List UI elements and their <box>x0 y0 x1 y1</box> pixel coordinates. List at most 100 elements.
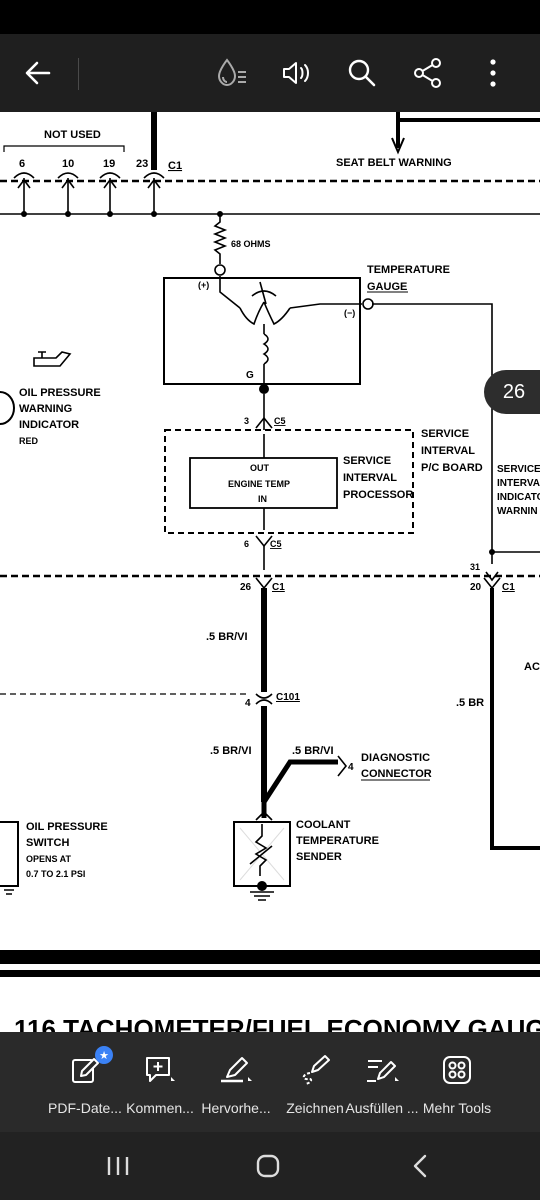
wire-label-1: .5 BR/VI <box>206 631 248 643</box>
c5-label-bottom: C5 <box>270 539 282 549</box>
pcb-label-3: P/C BOARD <box>421 462 483 474</box>
temperature-gauge-label-1: TEMPERATURE <box>367 264 450 276</box>
oil-warning-label-3: INDICATOR <box>19 419 79 431</box>
reading-mode-button[interactable] <box>202 34 262 112</box>
status-bar <box>0 0 540 34</box>
system-nav-bar <box>0 1132 540 1200</box>
minus-terminal: (−) <box>344 308 355 318</box>
pin-31: 31 <box>470 562 480 572</box>
tool-label: PDF-Date... <box>48 1100 122 1116</box>
diagnostic-label-1: DIAGNOSTIC <box>361 752 430 764</box>
oil-warning-label-2: WARNING <box>19 403 72 415</box>
oil-switch-label-2: SWITCH <box>26 837 69 849</box>
oil-switch-label-1: OIL PRESSURE <box>26 821 108 833</box>
seat-belt-warning-label: SEAT BELT WARNING <box>336 157 452 169</box>
pin-4b: 4 <box>348 762 354 773</box>
temperature-gauge-label-2: GAUGE <box>367 281 407 293</box>
ground-terminal: G <box>246 370 254 381</box>
plus-terminal: (+) <box>198 280 209 290</box>
share-button[interactable] <box>398 34 458 112</box>
tool-highlight[interactable]: Hervorhe... <box>196 1032 276 1132</box>
pin-3: 3 <box>244 416 249 426</box>
oil-warning-label-4: RED <box>19 436 39 446</box>
recents-icon <box>107 1157 129 1175</box>
processor-out-label: OUT <box>250 463 270 473</box>
share-icon <box>414 58 441 88</box>
star-badge-icon: ★ <box>95 1046 113 1064</box>
processor-label-3: PROCESSOR <box>343 489 413 501</box>
tool-comment[interactable]: Kommen... <box>120 1032 200 1132</box>
tool-edit-pdf[interactable]: ★ PDF-Date... <box>44 1032 126 1132</box>
recents-button[interactable] <box>78 1132 158 1200</box>
right-label-1: SERVICE <box>497 464 540 475</box>
c101-label: C101 <box>276 692 300 703</box>
back-arrow-icon <box>25 61 51 85</box>
tool-label: Mehr Tools <box>422 1100 492 1116</box>
tool-label: Kommen... <box>126 1100 194 1116</box>
coolant-label-1: COOLANT <box>296 819 351 831</box>
coolant-label-2: TEMPERATURE <box>296 835 379 847</box>
pin-10: 10 <box>62 158 74 170</box>
search-icon <box>348 59 376 87</box>
right-label-2: INTERVAL <box>497 478 540 489</box>
c5-label-top: C5 <box>274 416 286 426</box>
ac-label: AC <box>524 661 540 673</box>
pin-4: 4 <box>245 698 251 709</box>
reading-mode-icon <box>217 58 246 87</box>
tool-label: Ausfüllen ... <box>345 1100 419 1116</box>
pin-23: 23 <box>136 158 148 170</box>
wiring-diagram: NOT USED 6 10 19 23 C1 SEAT BELT WARNING… <box>0 112 540 1032</box>
pin-20: 20 <box>470 582 482 593</box>
back-icon <box>413 1154 427 1178</box>
c1-mid-label: C1 <box>272 582 285 593</box>
read-aloud-button[interactable] <box>266 34 326 112</box>
coolant-label-3: SENDER <box>296 851 342 863</box>
page-number-badge: 26 <box>484 370 540 414</box>
home-button[interactable] <box>228 1132 308 1200</box>
right-label-4: WARNIN <box>497 506 538 517</box>
pdf-page-view[interactable]: NOT USED 6 10 19 23 C1 SEAT BELT WARNING… <box>0 112 540 1032</box>
wire-label-br: .5 BR <box>456 697 484 709</box>
pin-19: 19 <box>103 158 115 170</box>
processor-label-1: SERVICE <box>343 455 391 467</box>
more-options-button[interactable] <box>463 34 523 112</box>
nav-back-button[interactable] <box>380 1132 460 1200</box>
c1-right-label: C1 <box>502 582 515 593</box>
more-vertical-icon <box>490 59 496 87</box>
diagnostic-label-2: CONNECTOR <box>361 768 432 780</box>
back-button[interactable] <box>8 34 68 112</box>
pcb-label-2: INTERVAL <box>421 445 475 457</box>
pin-6: 6 <box>19 158 25 170</box>
top-toolbar <box>0 34 540 112</box>
edit-pdf-icon <box>72 1058 99 1083</box>
tools-bar: ★ PDF-Date... Kommen... Hervorhe... <box>0 1032 540 1132</box>
search-button[interactable] <box>332 34 392 112</box>
oil-switch-label-4: 0.7 TO 2.1 PSI <box>26 869 85 879</box>
pcb-label-1: SERVICE <box>421 428 469 440</box>
ohms-label: 68 OHMS <box>231 239 271 249</box>
processor-label-2: INTERVAL <box>343 472 397 484</box>
oil-switch-label-3: OPENS AT <box>26 854 72 864</box>
not-used-label: NOT USED <box>44 129 101 141</box>
processor-in-label: IN <box>258 494 267 504</box>
processor-engine-temp-label: ENGINE TEMP <box>228 479 290 489</box>
c1-top-label: C1 <box>168 160 182 172</box>
tool-draw[interactable]: Zeichnen <box>276 1032 354 1132</box>
next-section-heading: 116 TACHOMETER/FUEL ECONOMY GAUG <box>14 1014 540 1032</box>
tool-more-tools[interactable]: Mehr Tools <box>420 1032 494 1132</box>
read-aloud-icon <box>283 62 309 84</box>
wire-label-3: .5 BR/VI <box>292 745 334 757</box>
comment-icon <box>146 1057 175 1082</box>
tool-fill-sign[interactable]: Ausfüllen ... <box>340 1032 424 1132</box>
home-icon <box>256 1154 280 1178</box>
highlight-icon <box>221 1057 252 1083</box>
more-tools-icon <box>443 1056 471 1084</box>
draw-icon <box>302 1055 330 1085</box>
fill-sign-icon <box>367 1060 399 1082</box>
toolbar-divider <box>78 58 79 90</box>
tool-label: Zeichnen <box>286 1100 344 1116</box>
oil-warning-label-1: OIL PRESSURE <box>19 387 101 399</box>
right-label-3: INDICATO <box>497 492 540 503</box>
wire-label-2: .5 BR/VI <box>210 745 252 757</box>
pin-26: 26 <box>240 582 252 593</box>
